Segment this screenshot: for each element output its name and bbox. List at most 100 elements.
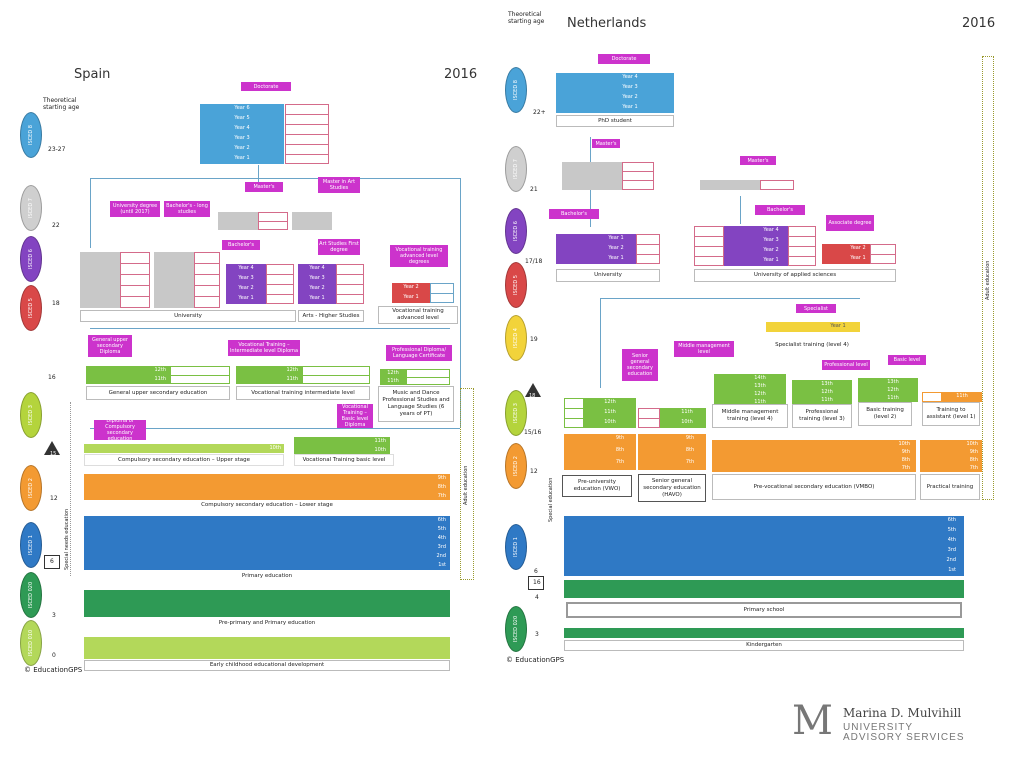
nl-basic-level-label: Basic level <box>888 355 926 365</box>
spain-starting-age-label: Theoretical starting age <box>43 97 80 111</box>
spain-music-dance-box: Music and Dance Professional Studies and… <box>378 386 454 422</box>
spain-isced-1: ISCED 1 <box>20 522 42 568</box>
spain-master-art-years <box>292 212 332 230</box>
spain-isced-2: ISCED 2 <box>20 465 42 511</box>
nl-age-4: 4 <box>535 594 539 601</box>
spain-title: Spain <box>74 67 111 82</box>
spain-age-18: 18 <box>52 300 60 307</box>
nl-starting-age-label: Theoretical starting age <box>508 11 545 25</box>
spain-voc-basic-diploma-label: Vocational Training – Basic level Diplom… <box>337 404 373 428</box>
spain-age-0: 0 <box>52 652 56 659</box>
nl-isced-7: ISCED 7 <box>505 146 527 192</box>
spain-copyright: © EducationGPS <box>24 666 83 674</box>
nl-age-3: 3 <box>535 631 539 638</box>
spain-university-degree-years-alt <box>120 252 150 308</box>
nl-prof-training-box: Professional training (level 3) <box>792 404 852 428</box>
nl-primary-block: 6th 5th 4th 3rd 2nd 1st <box>564 516 964 580</box>
spain-connector <box>258 165 259 185</box>
nl-associate-block: Year 2 Year 1 <box>822 244 896 266</box>
nl-compulsory-age-warning-icon <box>525 383 541 397</box>
spain-voc-inter-diploma-label: Vocational Training – Intermediate level… <box>228 340 300 356</box>
nl-isced-2: ISCED 2 <box>505 443 527 489</box>
spain-voc-adv-degree-label: Vocational training advanced level degre… <box>390 245 448 267</box>
nl-age-15-16: 15/16 <box>524 429 542 436</box>
nl-vwo-upper-block: 12th 11th 10th <box>564 398 636 428</box>
nl-isced-020: ISCED 020 <box>505 606 527 652</box>
spain-marker-15: 15 <box>50 451 57 457</box>
spain-gen-upper-box: General upper secondary education <box>86 386 230 400</box>
nl-kindergarten-block <box>564 628 964 638</box>
nl-uas-block: Year 4 Year 3 Year 2 Year 1 <box>694 226 818 266</box>
nl-phd-box: PhD student <box>556 115 674 127</box>
spain-bachelor-long-years-alt <box>194 252 220 308</box>
nl-specialist-training-box: Specialist training (level 4) <box>764 339 860 351</box>
nl-marker-18: 18 <box>529 393 536 399</box>
spain-isced-7: ISCED 7 <box>20 185 42 231</box>
spain-isced-8: ISCED 8 <box>20 112 42 158</box>
nl-copyright: © EducationGPS <box>506 656 565 664</box>
spain-marker-6: 6 <box>50 558 54 565</box>
nl-age-22plus: 22+ <box>533 109 546 116</box>
nl-primary-early-block <box>564 580 964 598</box>
nl-uas-masters-years <box>700 180 760 190</box>
spain-isced-010: ISCED 010 <box>20 620 42 666</box>
nl-age-17-18: 17/18 <box>525 258 543 265</box>
nl-masters2-label: Master's <box>740 156 776 165</box>
spain-connector <box>90 178 91 248</box>
nl-basic-training-box: Basic training (level 2) <box>858 402 912 426</box>
spain-age-16: 16 <box>48 374 56 381</box>
spain-compulsory-upper-year: 10th <box>84 444 284 453</box>
spain-university-degree-label: University degree (until 2017) <box>110 201 160 217</box>
spain-special-needs-line <box>70 402 71 576</box>
spain-age-23-27: 23-27 <box>48 146 66 153</box>
spain-university-degree-years <box>80 252 120 308</box>
nl-age-21: 21 <box>530 186 538 193</box>
nl-vmbo-box: Pre-vocational secondary education (VMBO… <box>712 474 916 500</box>
nl-practical-block: 10th 9th 8th 7th <box>920 440 982 472</box>
nl-isced-5: ISCED 5 <box>505 262 527 308</box>
spain-preprimary-box: Pre-primary and Primary education <box>84 618 450 629</box>
spain-compulsory-age-warning-icon <box>44 441 60 455</box>
nl-age-6: 6 <box>534 568 538 575</box>
nl-bachelors2-label: Bachelor's <box>755 205 805 215</box>
nl-mid-mgmt-block: 14th 13th 12th 11th <box>714 374 786 406</box>
nl-university-block: Year 1 Year 2 Year 1 <box>556 234 660 266</box>
nl-doctorate-block: Year 4 Year 3 Year 2 Year 1 <box>556 73 674 115</box>
spain-music-block: 12th 11th <box>380 369 450 385</box>
spain-start-arrow-icon <box>44 555 60 569</box>
spain-age-22: 22 <box>52 222 60 229</box>
spain-voc-basic-block: 11th 10th <box>294 437 394 455</box>
nl-marker-16: 16 <box>533 579 541 586</box>
spain-art-first-block: Year 4 Year 3 Year 2 Year 1 <box>298 264 364 306</box>
spain-early-childhood-box: Early childhood educational development <box>84 660 450 671</box>
spain-primary-block: 6th 5th 4th 3rd 2nd 1st <box>84 516 450 570</box>
nl-isced-8: ISCED 8 <box>505 67 527 113</box>
spain-adult-education-label: Adult education <box>463 465 469 505</box>
nl-vwo-lower-block: 9th 8th 7th <box>564 434 636 470</box>
spain-arts-higher-box: Arts - Higher Studies <box>298 310 364 322</box>
nl-havo-box: Senior general secondary education (HAVO… <box>638 474 706 502</box>
spain-masters-years-alt <box>258 212 288 230</box>
spain-age-3: 3 <box>52 612 56 619</box>
brand-line2: ADVISORY SERVICES <box>843 732 965 743</box>
spain-connector <box>90 328 450 329</box>
brand-line1: UNIVERSITY <box>843 722 914 733</box>
spain-diploma-compulsory-label: Diploma of Compulsory secondary educatio… <box>94 418 146 442</box>
nl-bachelors-label: Bachelor's <box>549 209 599 219</box>
nl-mid-mgmt-box: Middle management training (level 4) <box>712 404 788 428</box>
nl-masters-label: Master's <box>592 139 620 148</box>
spain-lower-secondary-block: 9th 8th 7th <box>84 474 450 501</box>
nl-uni-masters-years-alt <box>622 162 654 190</box>
spain-connector <box>460 178 461 428</box>
spain-university-box: University <box>80 310 296 322</box>
nl-adult-education-bracket <box>982 56 994 500</box>
spain-primary-box: Primary education <box>84 571 450 582</box>
nl-basic-block: 13th 12th 11th <box>858 378 918 402</box>
nl-havo-upper-block: 11th 10th <box>638 408 706 428</box>
nl-doctorate-label: Doctorate <box>598 54 650 64</box>
nl-uas-masters-years-alt <box>760 180 794 190</box>
spain-age-12: 12 <box>50 495 58 502</box>
nl-prof-level-label: Professional level <box>822 360 870 370</box>
nl-prof-block: 13th 12th 11th <box>792 380 852 404</box>
spain-connector <box>90 178 460 179</box>
